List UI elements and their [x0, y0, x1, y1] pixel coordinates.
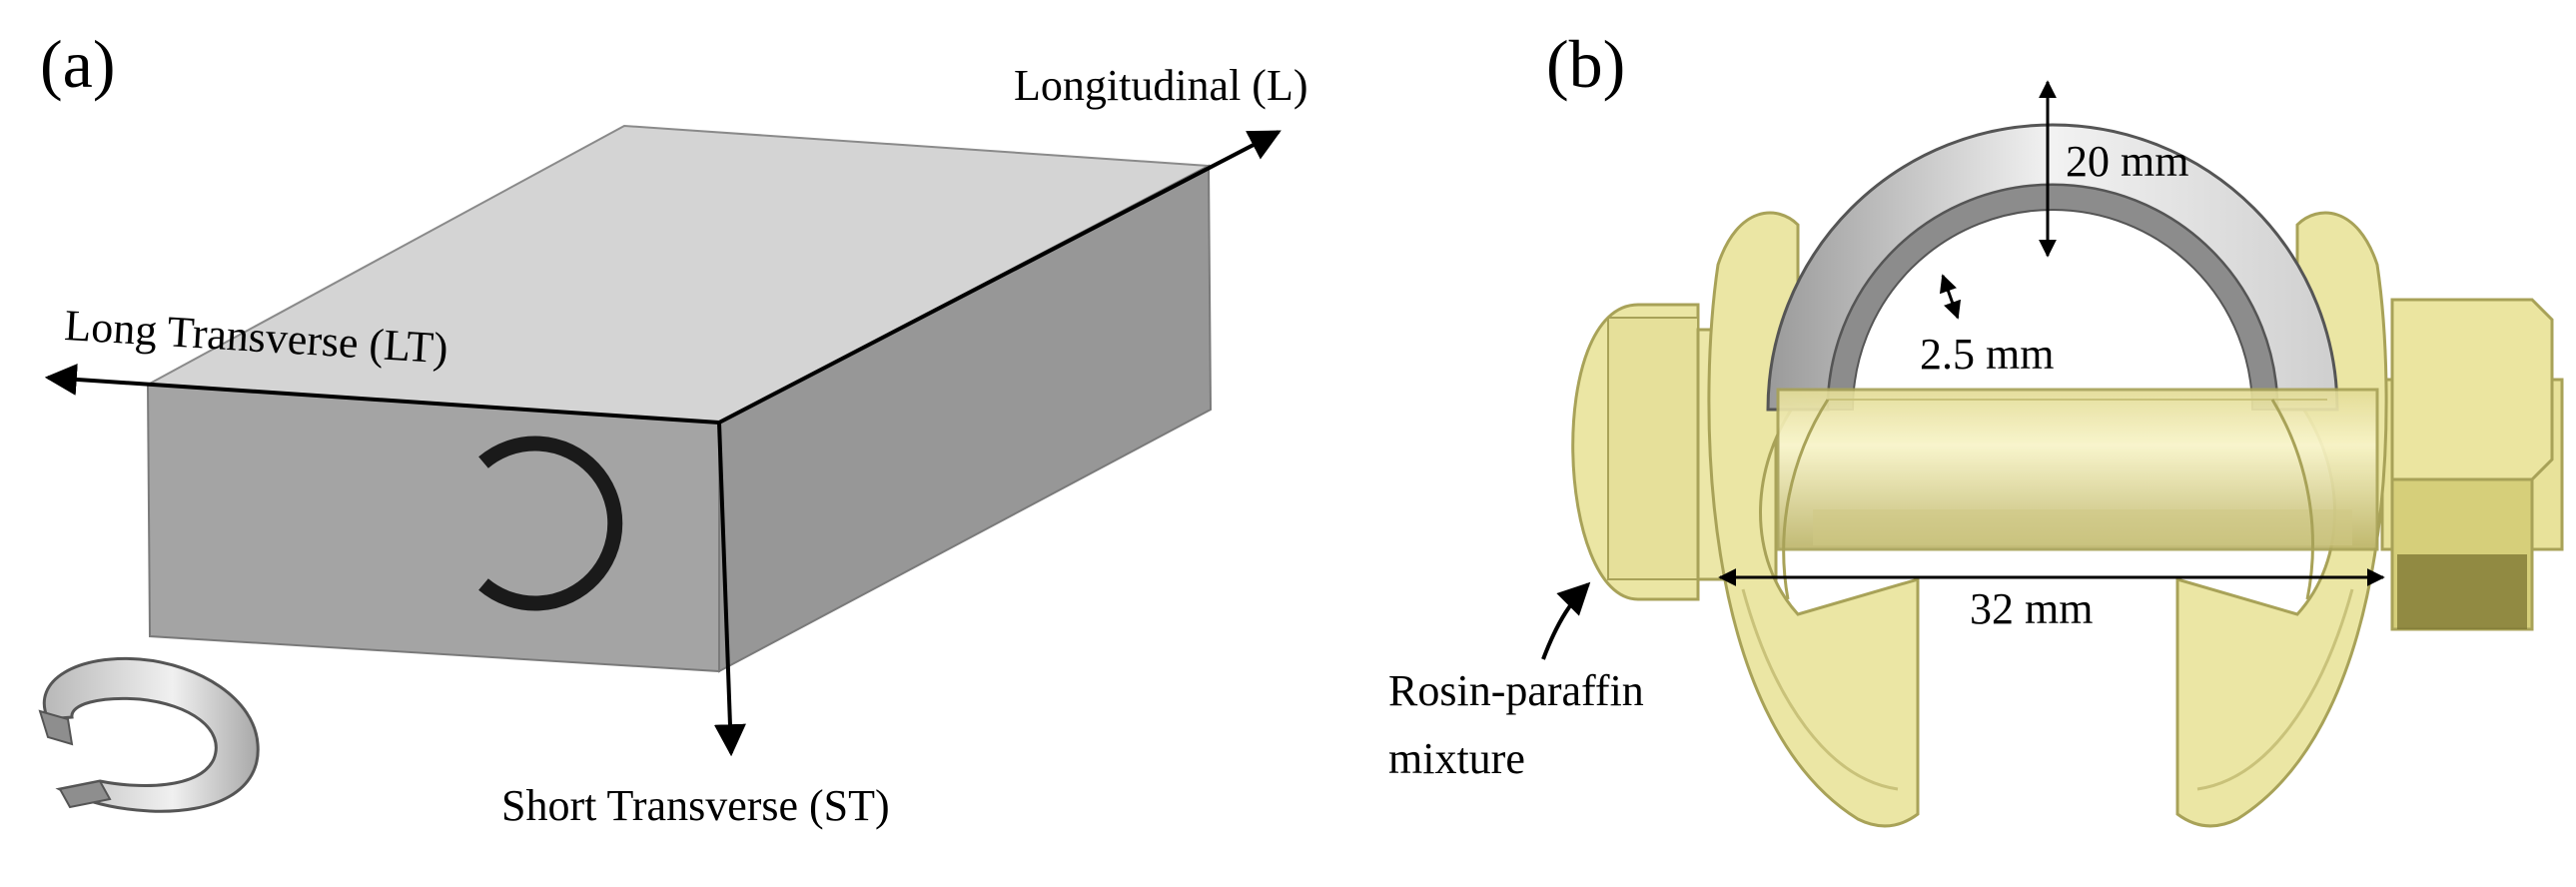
axis-longitudinal-arrow [718, 130, 1282, 425]
axis-long-transverse-arrow [44, 363, 720, 425]
axis-longitudinal-label: Longitudinal (L) [1014, 61, 1308, 110]
hex-nut-right [2380, 298, 2564, 631]
plate-block [144, 124, 1213, 673]
panel-b [1541, 80, 2564, 828]
panel-a [38, 124, 1282, 813]
coating-label-line2: mixture [1388, 734, 1525, 783]
dim-height-label: 20 mm [2066, 137, 2189, 186]
coating-leader-line [1541, 581, 1591, 660]
coating-label-line1: Rosin-paraffin [1388, 666, 1644, 715]
axis-short-transverse-label: Short Transverse (ST) [501, 781, 890, 830]
c-ring-specimen-3d [38, 656, 260, 813]
dim-thickness-label: 2.5 mm [1920, 330, 2055, 379]
block-front-face [146, 383, 720, 673]
c-ring-orientation-mark [478, 436, 623, 611]
dim-thickness-arrow [1939, 274, 1962, 320]
bolt-shaft [1776, 388, 2379, 551]
panel-a-label: (a) [40, 26, 116, 102]
panel-b-label: (b) [1546, 26, 1626, 102]
dim-width-label: 32 mm [1970, 584, 2094, 633]
axis-short-transverse-arrow [713, 422, 746, 757]
